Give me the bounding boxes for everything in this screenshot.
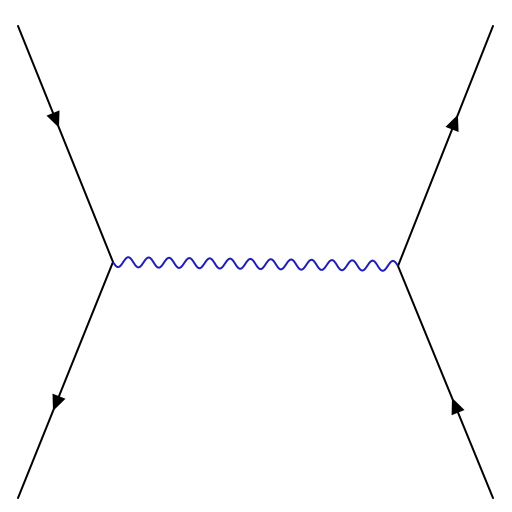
arrowhead-left-lower xyxy=(52,393,66,411)
photon-wavy-line xyxy=(112,256,399,272)
arrowhead-left-upper xyxy=(46,110,60,128)
fermion-line-left-upper xyxy=(17,25,114,263)
fermion-line-left-lower xyxy=(17,261,114,499)
fermion-line-right-upper xyxy=(397,25,494,267)
photon-propagator-group xyxy=(112,256,399,272)
arrowhead-right-lower xyxy=(451,397,465,416)
arrowheads-group xyxy=(46,110,465,416)
fermion-lines-group xyxy=(17,25,494,499)
fermion-line-right-lower xyxy=(397,265,494,499)
arrowhead-right-upper xyxy=(445,114,459,132)
